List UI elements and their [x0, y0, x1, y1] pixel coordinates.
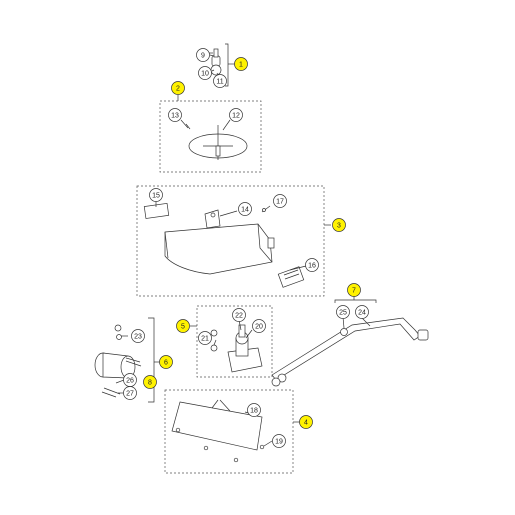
callout-3[interactable]: 3	[332, 218, 346, 232]
assembly-group-1	[208, 43, 236, 87]
callout-7-label: 7	[352, 288, 356, 295]
callout-6-label: 6	[164, 360, 168, 367]
callout-2[interactable]: 2	[171, 81, 185, 95]
callout-10[interactable]: 10	[198, 66, 212, 80]
callout-4-label: 4	[304, 420, 308, 427]
callout-17[interactable]: 17	[273, 194, 287, 208]
assembly-group-6	[94, 317, 160, 403]
callout-16-label: 16	[308, 263, 316, 270]
assembly-group-5	[190, 305, 273, 378]
callout-12[interactable]: 12	[229, 108, 243, 122]
callout-9[interactable]: 9	[196, 48, 210, 62]
part-callouts: 1 2 3 4 5 6 7 8 9 10 11 12 13 14 15 16 1…	[123, 48, 369, 448]
callout-4[interactable]: 4	[299, 415, 313, 429]
assembly-group-2	[159, 95, 262, 173]
callout-13-label: 13	[171, 113, 179, 120]
callout-21-label: 21	[201, 336, 209, 343]
callout-5[interactable]: 5	[176, 319, 190, 333]
callout-20[interactable]: 20	[252, 319, 266, 333]
callout-25[interactable]: 25	[336, 305, 350, 319]
callout-18-label: 18	[250, 408, 258, 415]
assembly-group-3	[136, 185, 331, 297]
callout-5-label: 5	[181, 324, 185, 331]
callout-7[interactable]: 7	[347, 283, 361, 297]
callout-26-label: 26	[126, 378, 134, 385]
callout-1[interactable]: 1	[234, 57, 248, 71]
callout-6[interactable]: 6	[159, 355, 173, 369]
assembly-group-4	[164, 389, 300, 474]
callout-19-label: 19	[275, 439, 283, 446]
callout-22-label: 22	[235, 313, 243, 320]
callout-13[interactable]: 13	[168, 108, 182, 122]
callout-23-label: 23	[134, 334, 142, 341]
callout-20-label: 20	[255, 324, 263, 331]
callout-26[interactable]: 26	[123, 373, 137, 387]
callout-12-label: 12	[232, 113, 240, 120]
callout-11[interactable]: 11	[213, 74, 227, 88]
callout-8-label: 8	[148, 380, 152, 387]
callout-23[interactable]: 23	[131, 329, 145, 343]
callout-18[interactable]: 18	[247, 403, 261, 417]
callout-24[interactable]: 24	[355, 305, 369, 319]
callout-3-label: 3	[337, 223, 341, 230]
callout-1-label: 1	[239, 62, 243, 69]
callout-10-label: 10	[201, 71, 209, 78]
callout-9-label: 9	[201, 53, 205, 60]
callout-14[interactable]: 14	[238, 202, 252, 216]
callout-22[interactable]: 22	[232, 308, 246, 322]
callout-19[interactable]: 19	[272, 434, 286, 448]
callout-11-label: 11	[216, 79, 223, 86]
callout-27-label: 27	[126, 391, 134, 398]
callout-27[interactable]: 27	[123, 386, 137, 400]
callout-17-label: 17	[276, 199, 284, 206]
callout-16[interactable]: 16	[305, 258, 319, 272]
callout-15[interactable]: 15	[149, 188, 163, 202]
callout-24-label: 24	[358, 310, 366, 317]
callout-25-label: 25	[339, 310, 347, 317]
callout-14-label: 14	[241, 207, 249, 214]
assembly-group-7	[271, 295, 429, 387]
callout-21[interactable]: 21	[198, 331, 212, 345]
callout-15-label: 15	[152, 193, 160, 200]
callout-2-label: 2	[176, 86, 180, 93]
callout-8[interactable]: 8	[143, 375, 157, 389]
